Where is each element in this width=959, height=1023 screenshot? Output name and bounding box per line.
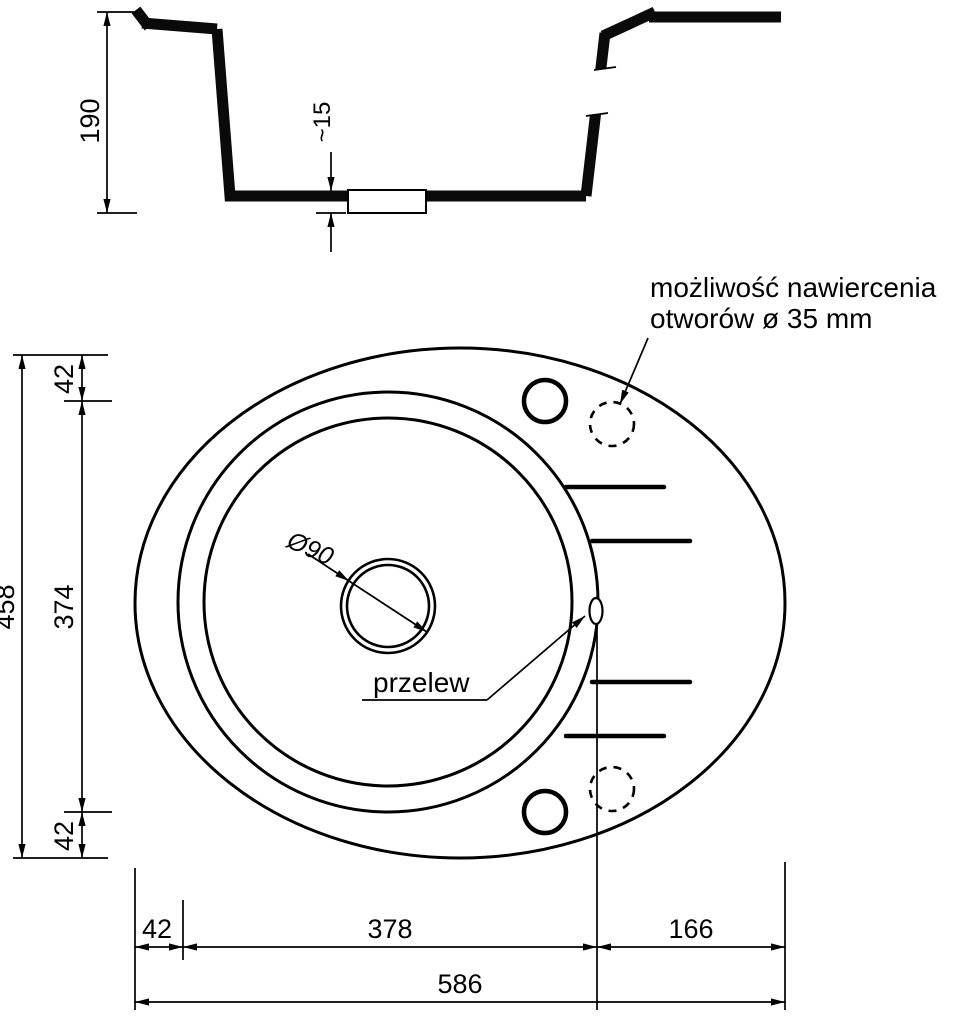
- overflow-callout: przelew: [362, 615, 586, 701]
- drain-inner-circle: [345, 563, 431, 649]
- dim-label-42-bottom: 42: [49, 821, 79, 851]
- dim-label-166: 166: [668, 914, 713, 944]
- drain-outer-circle: [339, 557, 437, 655]
- dim-label-15: ~15: [309, 102, 336, 143]
- vertical-dimensions: 458 42 374 42: [0, 354, 112, 859]
- dim-label-190: 190: [75, 98, 105, 143]
- drain-recess: [347, 189, 427, 214]
- optional-hole-bottom: [588, 765, 636, 813]
- dim-section-height: 190: [75, 11, 137, 214]
- dim-label-42-top: 42: [49, 364, 79, 394]
- drain-diameter-label: Ø90: [282, 526, 338, 571]
- bowl-outer-circle: [176, 390, 600, 814]
- faucet-hole-bottom: [521, 788, 569, 836]
- faucet-hole-top: [521, 377, 569, 425]
- dim-label-586: 586: [437, 969, 482, 999]
- dim-label-374: 374: [49, 584, 79, 629]
- sink-outer-oval: [133, 346, 787, 860]
- wall-break: [586, 67, 616, 116]
- plan-view: Ø90 przelew możliwość nawiercenia otworó…: [133, 272, 937, 860]
- dim-drain-depth: ~15: [309, 102, 346, 252]
- dim-label-458: 458: [0, 584, 20, 629]
- drill-note-line1: możliwość nawiercenia: [650, 272, 937, 303]
- dim-label-42-left: 42: [142, 914, 172, 944]
- overflow-slot: [588, 596, 604, 626]
- overflow-leader: [486, 615, 586, 701]
- dim-label-378: 378: [367, 914, 412, 944]
- bowl-inner-circle: [202, 416, 574, 788]
- overflow-label: przelew: [373, 667, 470, 698]
- optional-hole-top: [588, 400, 636, 448]
- dia-leader: [307, 553, 350, 582]
- drill-note-line2: otworów ø 35 mm: [650, 303, 873, 334]
- drain-diameter-callout: Ø90: [282, 526, 428, 633]
- horizontal-dimensions: 42 378 166 586: [134, 625, 786, 1010]
- drill-note: możliwość nawiercenia otworów ø 35 mm: [619, 272, 937, 405]
- cross-section-view: 190 ~15: [75, 6, 781, 252]
- dia-line: [348, 580, 428, 633]
- drill-note-leader: [619, 337, 649, 405]
- wall-break-edge-bottom: [585, 112, 609, 117]
- wall-break-edge-top: [593, 66, 617, 71]
- sink-profile-outline: [131, 6, 781, 202]
